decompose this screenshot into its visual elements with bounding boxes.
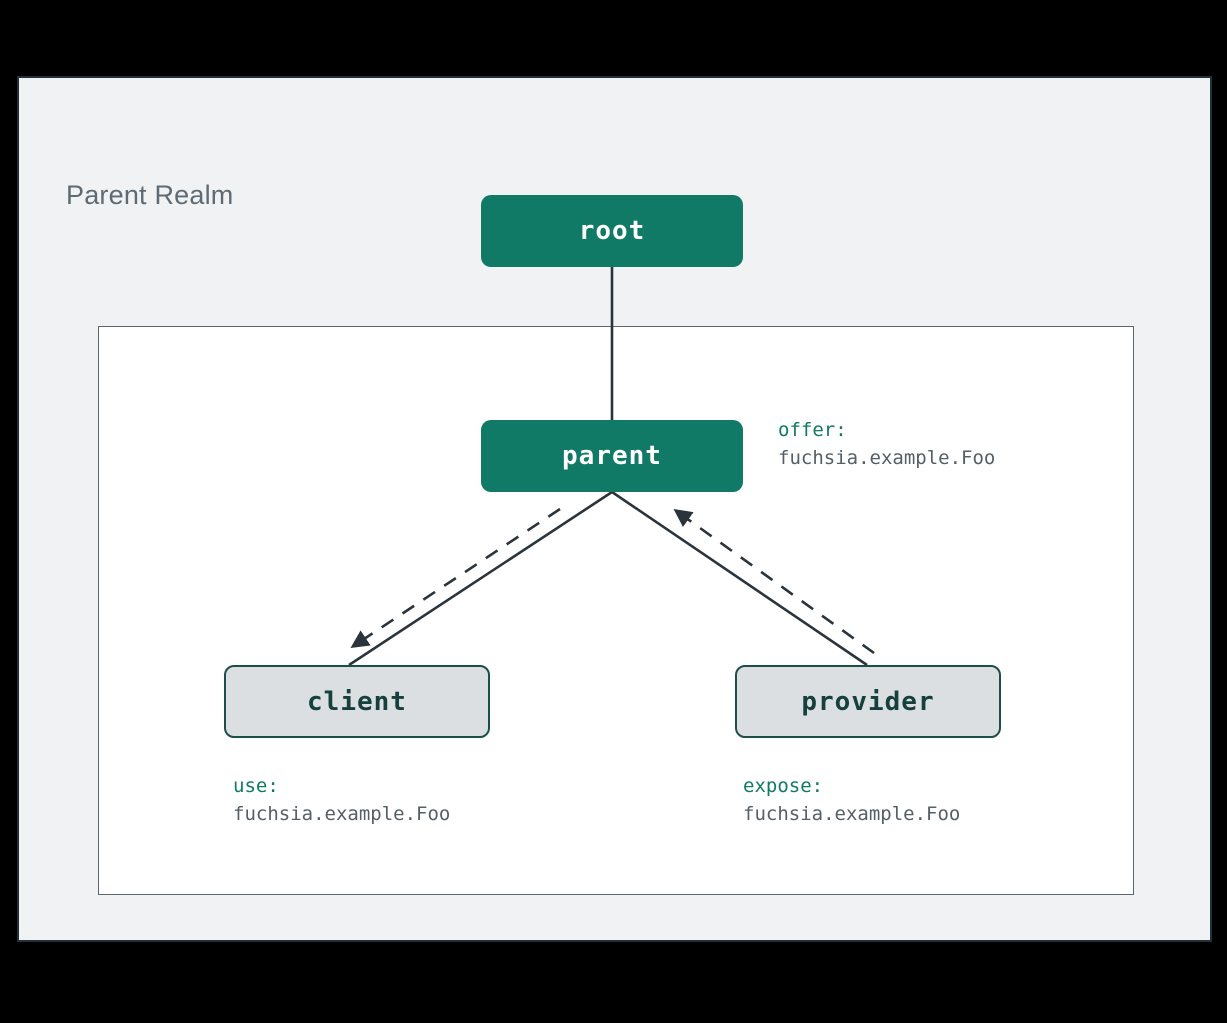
- node-root[interactable]: root: [481, 195, 743, 267]
- capability-value-offer: fuchsia.example.Foo: [778, 447, 996, 469]
- capability-keyword-offer: offer:: [778, 419, 847, 441]
- node-parent[interactable]: parent: [481, 420, 743, 492]
- capability-value-expose: fuchsia.example.Foo: [743, 803, 961, 825]
- capability-value-use: fuchsia.example.Foo: [233, 803, 451, 825]
- capability-keyword-expose: expose:: [743, 775, 824, 797]
- parent-realm-label: Parent Realm: [66, 180, 234, 210]
- capability-label-expose: expose: fuchsia.example.Foo: [743, 772, 960, 828]
- capability-label-use: use: fuchsia.example.Foo: [233, 772, 450, 828]
- capability-label-offer: offer: fuchsia.example.Foo: [778, 416, 995, 472]
- capability-keyword-use: use:: [233, 775, 279, 797]
- node-client[interactable]: client: [224, 665, 490, 738]
- diagram-canvas: Parent Realm root parent client provider: [17, 76, 1212, 942]
- node-provider[interactable]: provider: [735, 665, 1001, 738]
